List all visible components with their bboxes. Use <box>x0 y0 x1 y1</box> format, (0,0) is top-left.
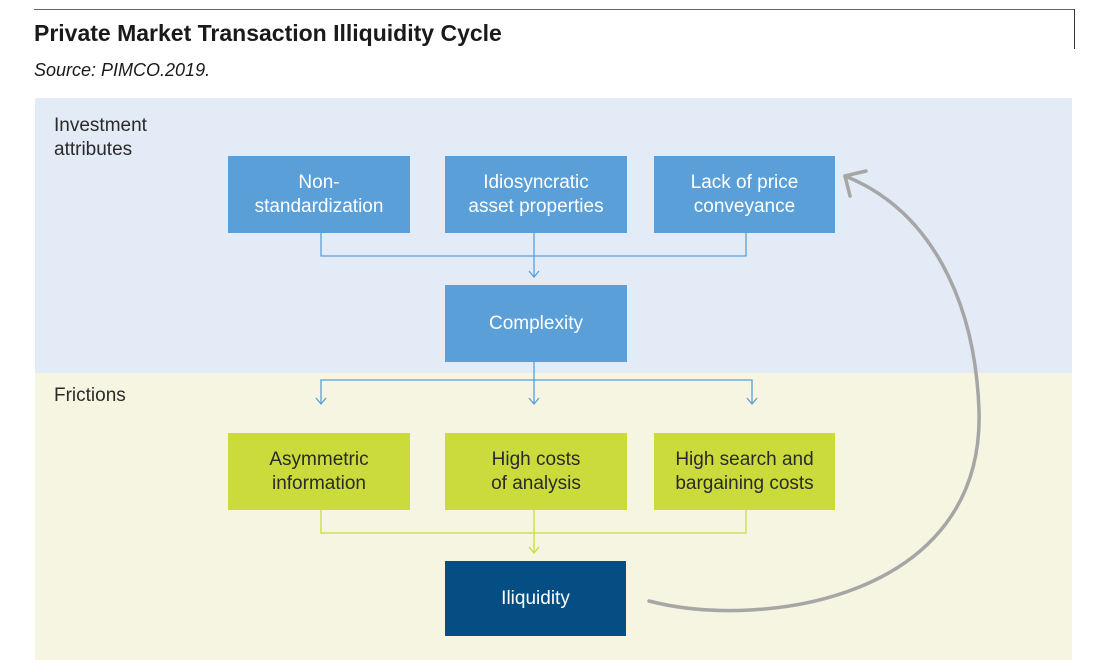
split-right-arrowhead <box>746 397 758 406</box>
node-idiosyncratic-line1: Idiosyncratic <box>483 171 589 193</box>
node-complexity: Complexity <box>445 285 627 362</box>
split-center-arrowhead <box>528 397 540 406</box>
node-search-line2: bargaining costs <box>675 472 814 494</box>
node-lack-price-line2: conveyance <box>693 195 796 217</box>
node-non-standardization: Non-standardization <box>228 156 410 233</box>
top-rule <box>34 9 1075 10</box>
node-idiosyncratic-line2: asset properties <box>468 195 604 217</box>
node-lack-price-line1: Lack of price <box>690 171 799 193</box>
node-high-costs-line2: of analysis <box>491 472 581 494</box>
node-search-line1: High search and <box>675 448 814 470</box>
node-asymmetric-line2: information <box>271 472 366 494</box>
node-high-costs-line1: High costs <box>491 448 581 470</box>
investment-attributes-label: Investment attributes <box>54 115 147 160</box>
figure-title: Private Market Transaction Illiquidity C… <box>34 20 502 46</box>
complexity-split-connector <box>320 379 753 404</box>
node-non-standardization-line1: Non- <box>298 171 340 193</box>
cycle-arrow <box>647 174 981 613</box>
node-asymmetric-line1: Asymmetric <box>269 448 369 470</box>
frictions-to-illiquidity-arrowhead <box>528 546 540 555</box>
cycle-arrowhead <box>843 169 868 198</box>
node-non-standardization-line2: standardization <box>254 195 384 217</box>
node-complexity-label: Complexity <box>489 312 583 334</box>
right-rule <box>1074 9 1075 49</box>
attributes-to-complexity-arrowhead <box>528 270 540 279</box>
node-illiquidity: Iliquidity <box>445 561 626 636</box>
figure-source: Source: PIMCO.2019. <box>34 60 211 80</box>
node-illiquidity-label: Iliquidity <box>501 587 570 609</box>
split-left-arrowhead <box>315 397 327 406</box>
frictions-label: Frictions <box>54 385 126 406</box>
